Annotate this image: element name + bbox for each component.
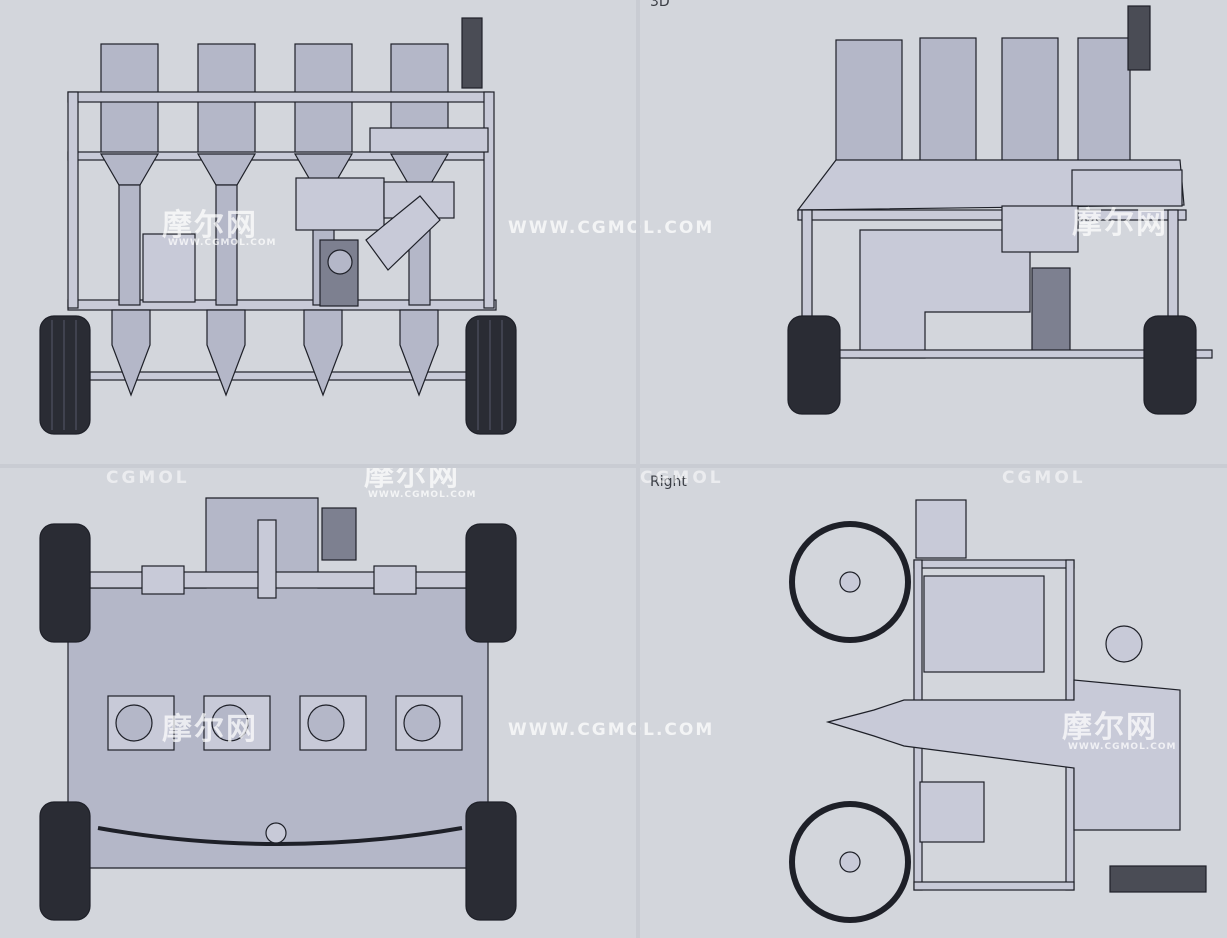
iso-exhaust [1127, 5, 1151, 71]
wheel-bottom-tl [39, 523, 91, 643]
viewport-label-right: Right [650, 474, 687, 490]
iso-view-drawing [787, 5, 1213, 415]
wheel-front-right [465, 315, 517, 435]
base-plate [67, 497, 489, 869]
planter-1 [111, 309, 151, 397]
planter-4 [399, 309, 439, 397]
front-view-drawing [39, 17, 517, 435]
planter-3 [303, 309, 343, 397]
battery [142, 233, 196, 303]
frame-right-post [483, 91, 495, 309]
right-pulley [1105, 625, 1143, 663]
wheel-bottom-tr [465, 523, 517, 643]
iso-wheel-left [787, 315, 841, 415]
right-handle [1109, 865, 1207, 893]
exhaust-muffler [461, 17, 483, 89]
viewport-front[interactable]: WWW.CGMOL.COM 摩尔网 WWW.CGMOL.COM [0, 0, 636, 464]
hitch-arm [257, 519, 277, 599]
iso-control-box [1071, 169, 1183, 207]
funnel-2 [196, 153, 257, 186]
funnel-4 [389, 153, 450, 186]
iso-hopper-1 [835, 39, 903, 167]
iso-hopper-2 [919, 37, 977, 167]
iso-hopper-4 [1077, 37, 1131, 165]
motor [321, 507, 357, 561]
cooling-fins [365, 195, 441, 271]
right-bottom-rail [913, 881, 1075, 891]
engine-block [295, 177, 385, 231]
right-engine [923, 575, 1045, 673]
wheel-bottom-br [465, 801, 517, 921]
control-box [369, 127, 489, 153]
iso-hopper-3 [1001, 37, 1059, 165]
rear-axle-curve [97, 826, 463, 846]
viewport-right[interactable]: Right CGMOL CGMOL WWW.CGMOL.COM 摩尔网 WWW.… [640, 468, 1227, 938]
iso-engine [1001, 205, 1079, 253]
frame-left-post [67, 91, 79, 309]
iso-frame-front [797, 209, 1187, 221]
wheel-front-left [39, 315, 91, 435]
right-top-rail [913, 559, 1075, 569]
frame-top-bar [67, 91, 491, 103]
iso-gearbox [1031, 267, 1071, 353]
tube-1 [118, 184, 141, 306]
wheel-bottom-bl [39, 801, 91, 921]
bottom-view-drawing [39, 497, 517, 921]
funnel-1 [99, 153, 160, 186]
right-view-drawing [789, 499, 1207, 923]
viewport-label-iso: 3D [650, 0, 670, 10]
viewport-bottom[interactable]: CGMOL 摩尔网 WWW.CGMOL.COM WWW.CGMOL.COM 摩尔… [0, 468, 636, 938]
right-planter-arm [825, 679, 1181, 831]
iso-wheel-right [1143, 315, 1197, 415]
right-motor [919, 781, 985, 843]
tube-2 [215, 184, 238, 306]
viewport-iso[interactable]: 3D WWW.CGMOL.COM 摩尔网 [640, 0, 1227, 464]
planter-2 [206, 309, 246, 397]
right-gearbox [915, 499, 967, 559]
